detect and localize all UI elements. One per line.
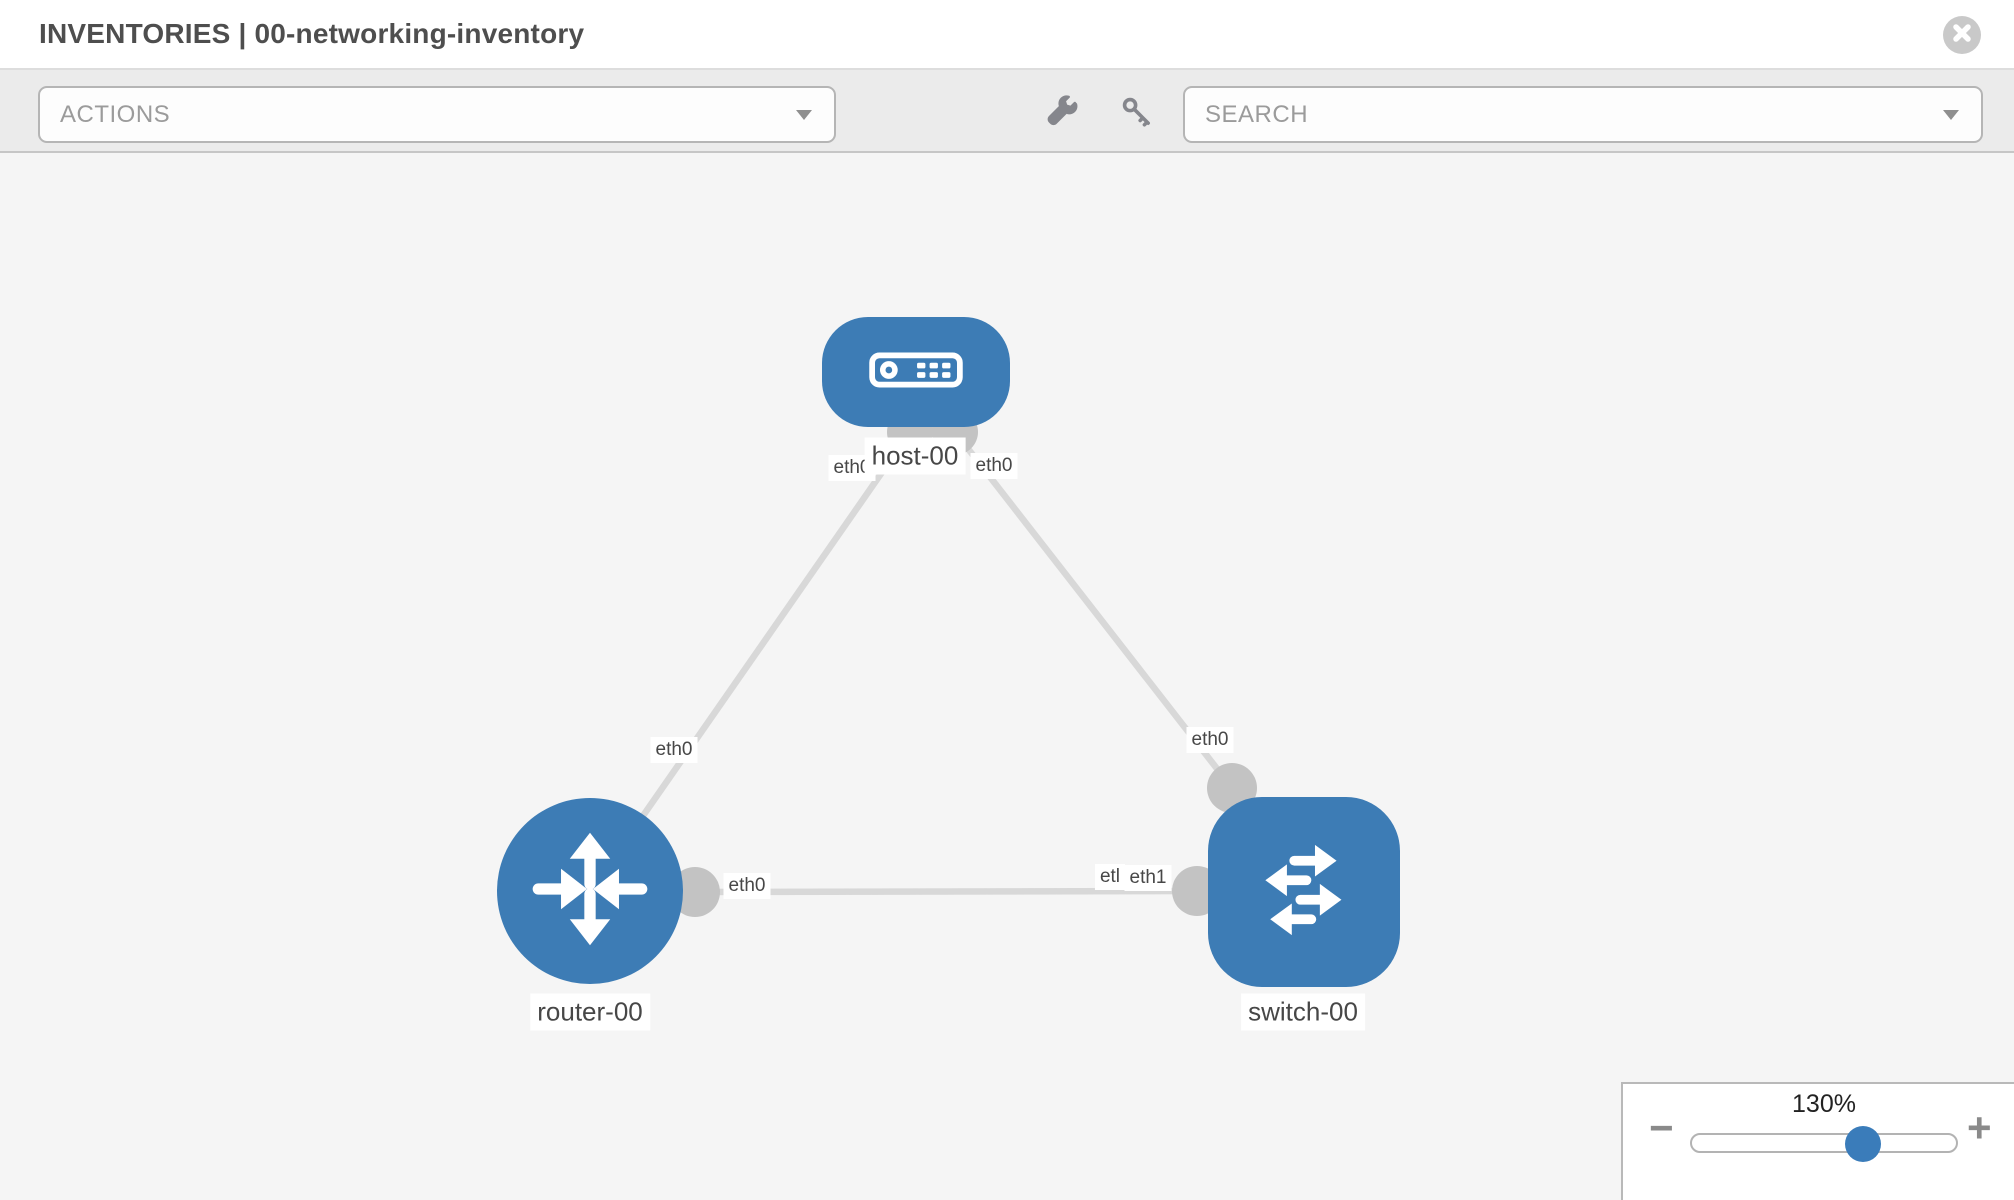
interface-label-host-eth0-left: eth0 — [828, 455, 876, 481]
zoom-level-value: 130% — [1792, 1090, 1856, 1118]
close-icon — [1943, 14, 1981, 57]
wrench-button[interactable] — [1046, 95, 1080, 129]
chevron-down-icon — [796, 110, 812, 120]
node-router-00[interactable] — [497, 798, 683, 984]
port-router-eth0 — [670, 867, 720, 917]
zoom-out-button[interactable]: − — [1649, 1104, 1674, 1151]
close-button[interactable] — [1943, 16, 1981, 54]
zoom-slider-thumb[interactable] — [1845, 1126, 1881, 1162]
interface-label-occluded-fragment: etl — [1094, 864, 1126, 890]
actions-dropdown[interactable]: ACTIONS — [38, 86, 836, 143]
interface-label-router-eth0-right: eth0 — [723, 873, 771, 899]
header-bar: INVENTORIES | 00-networking-inventory — [0, 0, 2014, 70]
interface-label-switch-eth0-uplink: eth0 — [1186, 727, 1234, 753]
actions-dropdown-label: ACTIONS — [60, 101, 171, 128]
search-dropdown[interactable]: SEARCH — [1183, 86, 1983, 143]
router-icon — [527, 826, 653, 957]
zoom-control-panel: 130% − + — [1621, 1082, 2014, 1200]
node-switch-00[interactable] — [1208, 797, 1400, 987]
link-router-switch — [694, 887, 1198, 896]
toolbar: ACTIONS SEARCH — [0, 70, 2014, 153]
node-label-host-00: host-00 — [864, 437, 966, 475]
wrench-icon — [1046, 95, 1080, 132]
interface-label-switch-eth1: eth1 — [1124, 865, 1172, 891]
topology-links-layer — [587, 409, 1257, 917]
page-title: INVENTORIES | 00-networking-inventory — [39, 18, 585, 49]
topology-canvas[interactable]: eth0 eth0 eth0 eth0 eth0 etl eth1 host-0… — [0, 153, 2014, 1200]
node-label-router-00: router-00 — [530, 993, 650, 1031]
interface-label-router-eth0-uplink: eth0 — [650, 737, 698, 763]
node-label-switch-00: switch-00 — [1241, 993, 1365, 1031]
node-host-00[interactable] — [822, 317, 1010, 427]
zoom-slider-track[interactable] — [1690, 1133, 1958, 1153]
zoom-in-button[interactable]: + — [1967, 1104, 1992, 1151]
search-dropdown-label: SEARCH — [1205, 101, 1309, 128]
interface-label-host-eth0-right: eth0 — [970, 453, 1018, 479]
switch-icon — [1242, 829, 1366, 956]
link-host-switch — [952, 430, 1235, 790]
key-icon — [1120, 97, 1154, 132]
chevron-down-icon — [1943, 110, 1959, 120]
key-button[interactable] — [1120, 95, 1154, 129]
host-icon — [869, 352, 963, 393]
